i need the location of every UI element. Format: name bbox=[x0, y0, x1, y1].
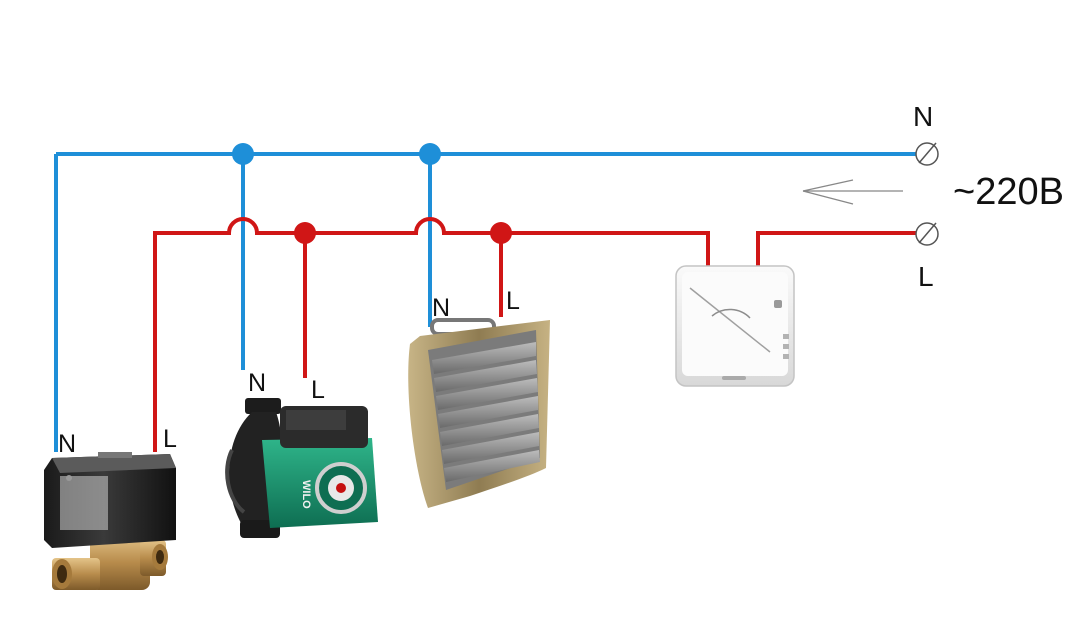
pump-l-label: L bbox=[311, 376, 325, 404]
pump-brand-logo: WILO bbox=[300, 480, 312, 509]
heater-l-label: L bbox=[506, 287, 520, 315]
heater-louvers bbox=[432, 342, 540, 482]
supply-line-label: L bbox=[918, 261, 934, 292]
supply-voltage-label: ~220B bbox=[953, 171, 1064, 213]
fan-heater-icon bbox=[408, 318, 550, 508]
valve-n-label: N bbox=[58, 430, 76, 458]
direction-arrow bbox=[802, 179, 903, 205]
thermostat-supply bbox=[756, 231, 916, 268]
neutral-junction bbox=[419, 143, 441, 165]
neutral-wiring bbox=[54, 152, 916, 452]
valve-l-label: L bbox=[163, 425, 177, 453]
heater-n-label: N bbox=[432, 294, 450, 322]
circulation-pump-icon: WILO bbox=[225, 398, 378, 538]
line-bus bbox=[153, 217, 710, 452]
thermostat-icon bbox=[675, 265, 795, 387]
pump-n-label: N bbox=[248, 369, 266, 397]
motorized-valve-icon bbox=[44, 452, 176, 590]
line-junction bbox=[490, 222, 512, 244]
line-wiring bbox=[153, 217, 916, 452]
line-junction bbox=[294, 222, 316, 244]
neutral-terminal bbox=[915, 142, 939, 166]
supply-neutral-label: N bbox=[913, 101, 933, 132]
neutral-junction bbox=[232, 143, 254, 165]
line-terminal bbox=[915, 222, 939, 246]
